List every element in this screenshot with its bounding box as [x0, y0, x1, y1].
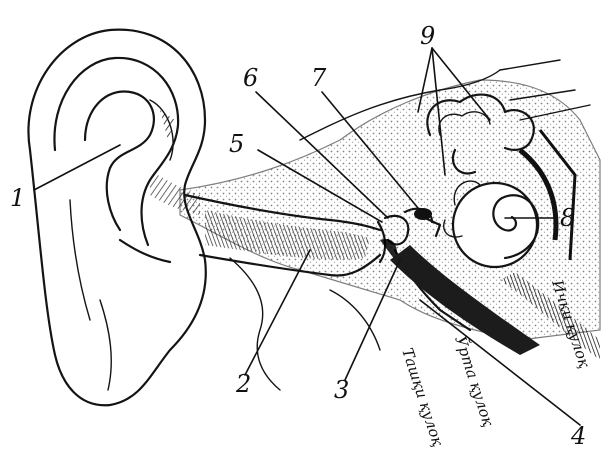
callout-2: 2 [235, 370, 251, 398]
callout-3: 3 [334, 376, 349, 404]
callout-5: 5 [229, 130, 244, 158]
callout-6: 6 [243, 64, 258, 92]
callout-9: 9 [420, 22, 435, 50]
callout-1: 1 [10, 184, 25, 212]
callout-4: 4 [570, 422, 586, 450]
auricle [28, 30, 205, 406]
label-outer-ear: Ташқи қулоқ [398, 346, 447, 449]
callout-8: 8 [560, 204, 575, 232]
label-middle-ear: Ўрта қулоқ [451, 333, 498, 428]
callout-7: 7 [311, 64, 327, 92]
